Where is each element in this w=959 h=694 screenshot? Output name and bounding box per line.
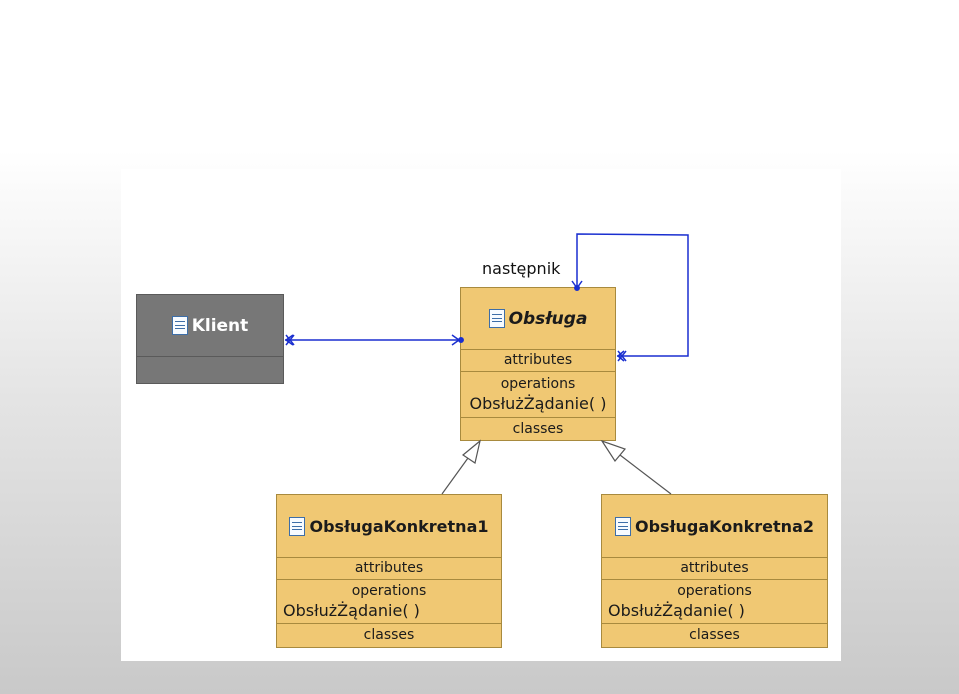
class-obsluga-attributes: attributes [461,349,615,371]
class-konkretna2-header: ObsługaKonkretna2 [602,495,827,557]
class-klient-header: Klient [137,295,283,357]
class-konkretna1-name: ObsługaKonkretna1 [309,516,489,536]
generalization-konkretna1[interactable] [441,439,481,495]
association-klient-obsluga[interactable] [284,334,464,346]
class-konkretna1-classes: classes [277,623,501,647]
class-obsluga-method: ObsłużŻądanie( ) [469,394,607,413]
association-role-label: następnik [482,259,561,278]
generalization-konkretna2[interactable] [600,439,672,495]
self-association-nastepnik[interactable] [571,233,689,362]
class-konkretna1-attributes: attributes [277,557,501,579]
class-klient-name: Klient [191,315,249,336]
class-icon [171,316,188,335]
class-konkretna1[interactable]: ObsługaKonkretna1 attributes operations … [276,494,502,648]
class-konkretna2-name: ObsługaKonkretna2 [634,516,814,536]
class-konkretna2-classes: classes [602,623,827,647]
class-obsluga-operations-label: operations [500,376,576,392]
class-obsluga-classes: classes [461,417,615,440]
class-konkretna2-method: ObsłużŻądanie( ) [608,601,745,620]
class-konkretna1-operations-section: operations ObsłużŻądanie( ) [277,579,501,623]
class-icon [289,516,306,536]
class-obsluga-operations-section: operations ObsłużŻądanie( ) [461,371,615,417]
class-obsluga-header: Obsługa [461,288,615,349]
class-icon [488,309,505,328]
class-obsluga-name: Obsługa [508,308,588,329]
class-konkretna2[interactable]: ObsługaKonkretna2 attributes operations … [601,494,828,648]
class-icon [614,516,631,536]
class-konkretna1-operations-label: operations [351,583,427,599]
class-konkretna1-method: ObsłużŻądanie( ) [283,601,420,620]
class-konkretna2-operations-label: operations [677,583,752,599]
class-konkretna2-attributes: attributes [602,557,827,579]
class-konkretna2-operations-section: operations ObsłużŻądanie( ) [602,579,827,623]
class-konkretna1-header: ObsługaKonkretna1 [277,495,501,557]
class-obsluga[interactable]: Obsługa attributes operations ObsłużŻąda… [460,287,616,441]
class-klient[interactable]: Klient [136,294,284,384]
